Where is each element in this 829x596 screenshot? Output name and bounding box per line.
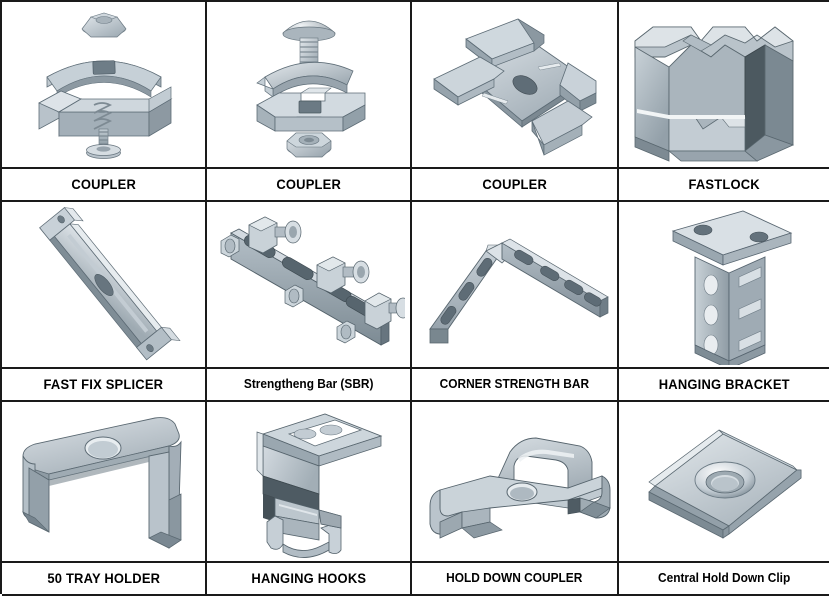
product-label-7: CORNER STRENGTH BAR xyxy=(439,376,590,392)
product-label-cell-6: Strengtheng Bar (SBR) xyxy=(207,369,412,402)
product-label-6: Strengtheng Bar (SBR) xyxy=(243,376,374,392)
hanging-bracket-icon xyxy=(671,210,793,365)
product-image-cell-4 xyxy=(619,2,829,169)
product-image-cell-3 xyxy=(412,2,619,169)
product-label-cell-7: CORNER STRENGTH BAR xyxy=(412,369,619,402)
hold-down-coupler-icon xyxy=(429,437,611,539)
product-image-cell-2 xyxy=(207,2,412,169)
coupler-carriage-bolt-icon xyxy=(255,20,365,157)
hanging-hooks-icon xyxy=(256,413,382,558)
product-label-1: COUPLER xyxy=(71,176,136,192)
product-label-cell-4: FASTLOCK xyxy=(619,169,829,202)
corner-strength-bar-icon xyxy=(428,238,609,343)
product-image-cell-6 xyxy=(207,202,412,369)
product-label-2: COUPLER xyxy=(276,176,341,192)
product-label-cell-5: FAST FIX SPLICER xyxy=(2,369,207,402)
product-label-11: HOLD DOWN COUPLER xyxy=(446,570,583,586)
fastfix-splicer-icon xyxy=(38,206,181,360)
product-image-cell-7 xyxy=(412,202,619,369)
product-image-cell-5 xyxy=(2,202,207,369)
product-label-cell-9: 50 TRAY HOLDER xyxy=(2,563,207,596)
central-hold-down-clip-icon xyxy=(648,429,802,539)
product-image-cell-8 xyxy=(619,202,829,369)
strengthening-bar-icon xyxy=(220,216,405,346)
product-label-cell-1: COUPLER xyxy=(2,169,207,202)
product-label-cell-8: HANGING BRACKET xyxy=(619,369,829,402)
product-image-cell-11 xyxy=(412,402,619,563)
product-label-3: COUPLER xyxy=(482,176,547,192)
product-image-cell-10 xyxy=(207,402,412,563)
product-image-cell-1 xyxy=(2,2,207,169)
coupler-exploded-icon xyxy=(37,12,172,159)
tray-holder-icon xyxy=(21,417,182,549)
product-label-5: FAST FIX SPLICER xyxy=(43,376,164,392)
product-label-cell-3: COUPLER xyxy=(412,169,619,202)
product-label-8: HANGING BRACKET xyxy=(658,376,790,392)
fastlock-icon xyxy=(634,25,795,162)
product-label-9: 50 TRAY HOLDER xyxy=(47,570,160,586)
product-label-cell-2: COUPLER xyxy=(207,169,412,202)
product-image-cell-9 xyxy=(2,402,207,563)
product-label-10: HANGING HOOKS xyxy=(251,570,366,586)
coupler-plate-icon xyxy=(432,18,596,156)
product-label-cell-11: HOLD DOWN COUPLER xyxy=(412,563,619,596)
product-label-cell-12: Central Hold Down Clip xyxy=(619,563,829,596)
product-image-cell-12 xyxy=(619,402,829,563)
product-label-cell-10: HANGING HOOKS xyxy=(207,563,412,596)
product-label-12: Central Hold Down Clip xyxy=(657,570,791,586)
product-label-4: FASTLOCK xyxy=(688,176,760,192)
